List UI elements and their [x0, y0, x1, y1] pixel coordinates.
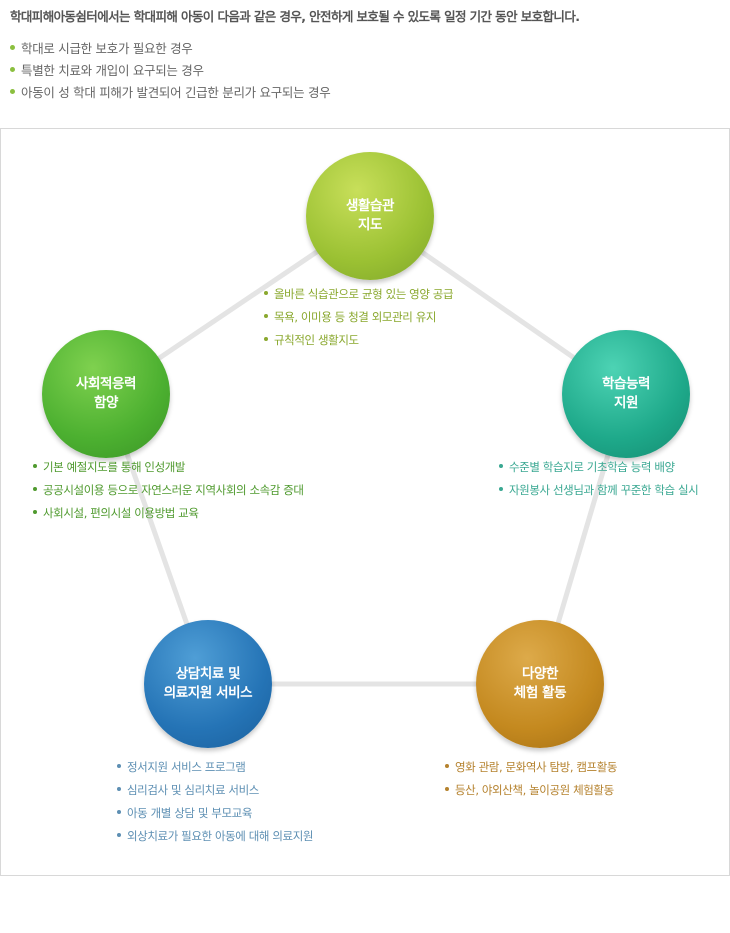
- criteria-item: 아동이 성 학대 피해가 발견되어 긴급한 분리가 요구되는 경우: [10, 82, 331, 104]
- node-life-habits: 생활습관 지도: [306, 152, 434, 280]
- list-item: 규칙적인 생활지도: [264, 329, 453, 352]
- bullet-icon: [33, 486, 37, 491]
- list-item: 정서지원 서비스 프로그램: [117, 756, 313, 779]
- list-item: 아동 개별 상담 및 부모교육: [117, 802, 313, 825]
- list-item: 영화 관람, 문화역사 탐방, 캠프활동: [445, 756, 617, 779]
- criteria-item: 특별한 치료와 개입이 요구되는 경우: [10, 60, 330, 82]
- bullet-icon: [33, 463, 37, 468]
- criteria-list: 학대로 시급한 보호가 필요한 경우 특별한 치료와 개입이 요구되는 경우 아…: [10, 38, 331, 104]
- list-item: 수준별 학습지로 기초학습 능력 배양: [499, 456, 698, 479]
- bullet-icon: [445, 763, 449, 768]
- bullet-icon: [10, 89, 15, 94]
- bullet-icon: [117, 809, 121, 814]
- node-study-support: 학습능력 지원: [562, 330, 690, 458]
- list-item: 심리검사 및 심리치료 서비스: [117, 779, 313, 802]
- bullet-icon: [264, 336, 268, 341]
- list-item: 사회시설, 편의시설 이용방법 교육: [33, 502, 304, 525]
- life-habits-list: 올바른 식습관으로 균형 있는 영양 공급 목욕, 이미용 등 청결 외모관리 …: [264, 283, 454, 352]
- bullet-icon: [264, 313, 268, 318]
- experience-activities-list: 영화 관람, 문화역사 탐방, 캠프활동 등산, 야외산책, 놀이공원 체험활동: [445, 756, 617, 802]
- bullet-icon: [117, 832, 121, 837]
- bullet-icon: [264, 290, 268, 295]
- node-social-adaptation: 사회적응력 함양: [42, 330, 170, 458]
- list-item: 올바른 식습관으로 균형 있는 영양 공급: [264, 283, 454, 306]
- bullet-icon: [445, 786, 449, 791]
- bullet-icon: [10, 45, 15, 50]
- list-item: 등산, 야외산책, 놀이공원 체험활동: [445, 779, 617, 802]
- study-support-list: 수준별 학습지로 기초학습 능력 배양 자원봉사 선생님과 함께 꾸준한 학습 …: [499, 456, 699, 502]
- bullet-icon: [117, 763, 121, 768]
- list-item: 공공시설이용 등으로 자연스러운 지역사회의 소속감 증대: [33, 479, 304, 502]
- list-item: 기본 예절지도를 통해 인성개발: [33, 456, 304, 479]
- node-experience-activities: 다양한 체험 활동: [476, 620, 604, 748]
- bullet-icon: [117, 786, 121, 791]
- bullet-icon: [499, 463, 503, 468]
- node-counseling-medical: 상담치료 및 의료지원 서비스: [144, 620, 272, 748]
- bullet-icon: [10, 67, 15, 72]
- list-item: 자원봉사 선생님과 함께 꾸준한 학습 실시: [499, 479, 699, 502]
- intro-text: 학대피해아동쉼터에서는 학대피해 아동이 다음과 같은 경우, 안전하게 보호될…: [10, 9, 580, 24]
- counseling-medical-list: 정서지원 서비스 프로그램 심리검사 및 심리치료 서비스 아동 개별 상담 및…: [117, 756, 313, 848]
- bullet-icon: [499, 486, 503, 491]
- criteria-item: 학대로 시급한 보호가 필요한 경우: [10, 38, 330, 60]
- social-adaptation-list: 기본 예절지도를 통해 인성개발 공공시설이용 등으로 자연스러운 지역사회의 …: [33, 456, 304, 525]
- list-item: 목욕, 이미용 등 청결 외모관리 유지: [264, 306, 453, 329]
- bullet-icon: [33, 509, 37, 514]
- list-item: 외상치료가 필요한 아동에 대해 의료지원: [117, 825, 313, 848]
